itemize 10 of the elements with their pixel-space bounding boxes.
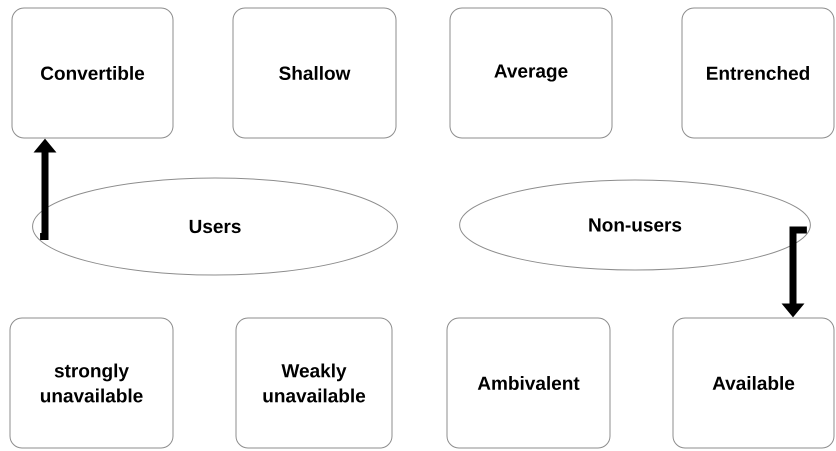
rounded-box: Entrenched [682, 8, 834, 138]
rounded-box: Ambivalent [446, 318, 610, 448]
ellipse-node: Users [32, 178, 398, 276]
rounded-box: Shallow [232, 8, 396, 138]
rounded-box: Available [672, 318, 834, 448]
rounded-box: Convertible [12, 8, 174, 138]
ellipse-node: Non-users [459, 180, 811, 270]
rounded-box: Average [450, 8, 612, 138]
rounded-box: strongly unavailable [10, 318, 174, 448]
rounded-box: Weakly unavailable [236, 318, 392, 448]
